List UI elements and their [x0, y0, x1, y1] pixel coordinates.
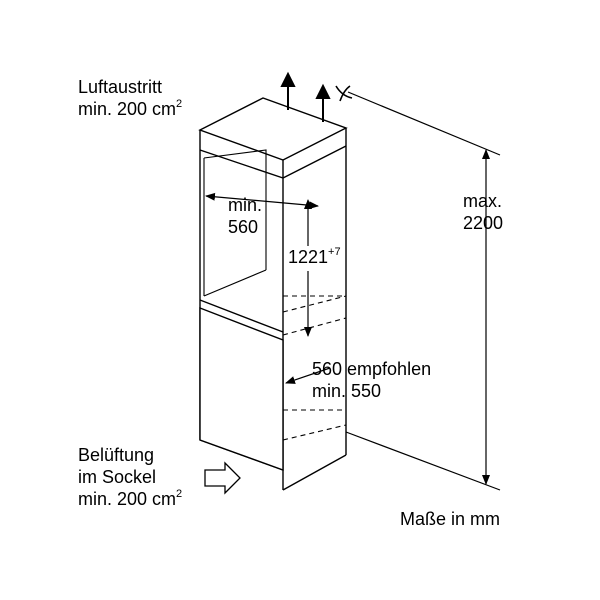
air-outlet-label: Luftaustritt min. 200 cm2 [78, 76, 182, 123]
air-outlet-label-line2: min. 200 cm [78, 99, 177, 119]
max-height-label-line1: max. [463, 191, 503, 211]
base-ventilation-label-line1: Belüftung [78, 445, 155, 465]
niche-back-floor [203, 269, 267, 297]
appliance-door [199, 306, 284, 471]
air-outlet-label-line1: Luftaustritt [78, 77, 163, 97]
cabinet-bottom-edge [282, 454, 347, 491]
depth-label-line2: min. 550 [312, 381, 382, 401]
niche-floor-front [199, 299, 284, 333]
max-height-label: max. 2200 [463, 190, 503, 234]
arrow-up-icon [315, 83, 331, 99]
depth-arrow [285, 367, 331, 384]
air-outlet-arrows [280, 71, 331, 122]
dashed-upper-low [282, 317, 347, 336]
dashed-lower-diagonal [282, 424, 347, 441]
base-ventilation-label-line3: min. 200 cm [78, 489, 177, 509]
base-ventilation-label: Belüftung im Sockel min. 200 cm2 [78, 444, 182, 513]
cabinet-top [198, 97, 348, 161]
min-width-label-line1: min. [228, 195, 263, 215]
base-ventilation-arrow [204, 461, 241, 495]
dashed-upper-diagonal [282, 295, 347, 313]
air-outlet-label-sup: 2 [176, 98, 183, 110]
max-height-label-line2: 2200 [463, 213, 504, 233]
extension-line-bottom [345, 431, 501, 491]
ventilation-arrow-icon [204, 461, 241, 495]
niche-inner [203, 149, 267, 297]
base-ventilation-label-sup: 2 [176, 488, 183, 500]
niche-height-value: 1221 [288, 247, 329, 267]
base-ventilation-label-line2: im Sockel [78, 467, 157, 487]
min-width-label-line2: 560 [228, 217, 259, 237]
air-outlet-curve-icon [335, 85, 353, 102]
niche-height-label: 1221+7 [286, 246, 343, 271]
units-label: Maße in mm [400, 509, 501, 529]
width-dimension [205, 192, 319, 210]
depth-label: 560 empfohlen min. 550 [312, 358, 431, 402]
hidden-edges [282, 295, 347, 441]
depth-label-line1: 560 empfohlen [312, 359, 432, 379]
cabinet-upper-shelf-side [282, 145, 347, 179]
arrow-up-icon [280, 71, 296, 87]
extension-line-top [347, 91, 501, 156]
niche-back-wall [203, 149, 267, 270]
max-height-dimension [345, 91, 501, 491]
min-width-label: min. 560 [228, 194, 262, 238]
niche-height-sup: +7 [328, 246, 341, 258]
cabinet-upper-shelf [199, 149, 284, 179]
